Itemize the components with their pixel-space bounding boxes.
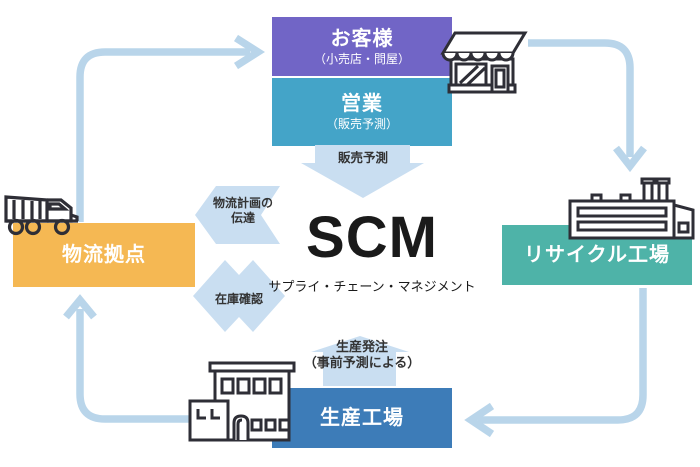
logistics-title: 物流拠点	[62, 244, 146, 266]
flow-arrow-customer-to-recycle	[528, 39, 634, 157]
inventory-check-label: 在庫確認	[214, 292, 263, 306]
arrowhead-left-icon	[464, 402, 495, 438]
flow-arrow-recycle-to-production	[478, 288, 647, 424]
sales-subtitle: （販売予測）	[325, 117, 398, 131]
customer-subtitle: （小売店・問屋）	[313, 51, 410, 66]
dump-truck-icon	[4, 195, 79, 236]
logistics-box: 物流拠点	[13, 223, 195, 287]
arrowhead-down-icon	[613, 145, 647, 173]
arrowhead-up-icon	[63, 294, 97, 320]
production-title: 生産工場	[320, 407, 404, 429]
customer-title: お客様	[330, 27, 394, 50]
storefront-icon	[440, 31, 528, 94]
logistics-plan-label: 物流計画の 伝達	[203, 196, 283, 226]
sales-box: 営業 （販売予測）	[272, 78, 452, 146]
customer-box: お客様 （小売店・問屋）	[272, 17, 452, 76]
arrowhead-right-icon	[233, 34, 265, 70]
logistics-plan-line2: 伝達	[230, 211, 255, 225]
production-box: 生産工場	[272, 388, 452, 448]
scm-subtitle: サプライ・チェーン・マネジメント	[268, 279, 476, 294]
production-order-line1: 生産発注	[335, 339, 388, 354]
sales-title: 営業	[341, 93, 383, 115]
logistics-plan-line1: 物流計画の	[212, 196, 273, 210]
sales-forecast-label: 販売予測	[337, 151, 388, 165]
scm-acronym: SCM	[306, 205, 438, 270]
office-building-icon	[188, 361, 296, 442]
recycle-title: リサイクル工場	[524, 244, 670, 266]
production-order-label: 生産発注 （事前予測による）	[297, 339, 427, 371]
production-order-line2: （事前予測による）	[303, 355, 421, 370]
factory-icon	[568, 177, 695, 240]
